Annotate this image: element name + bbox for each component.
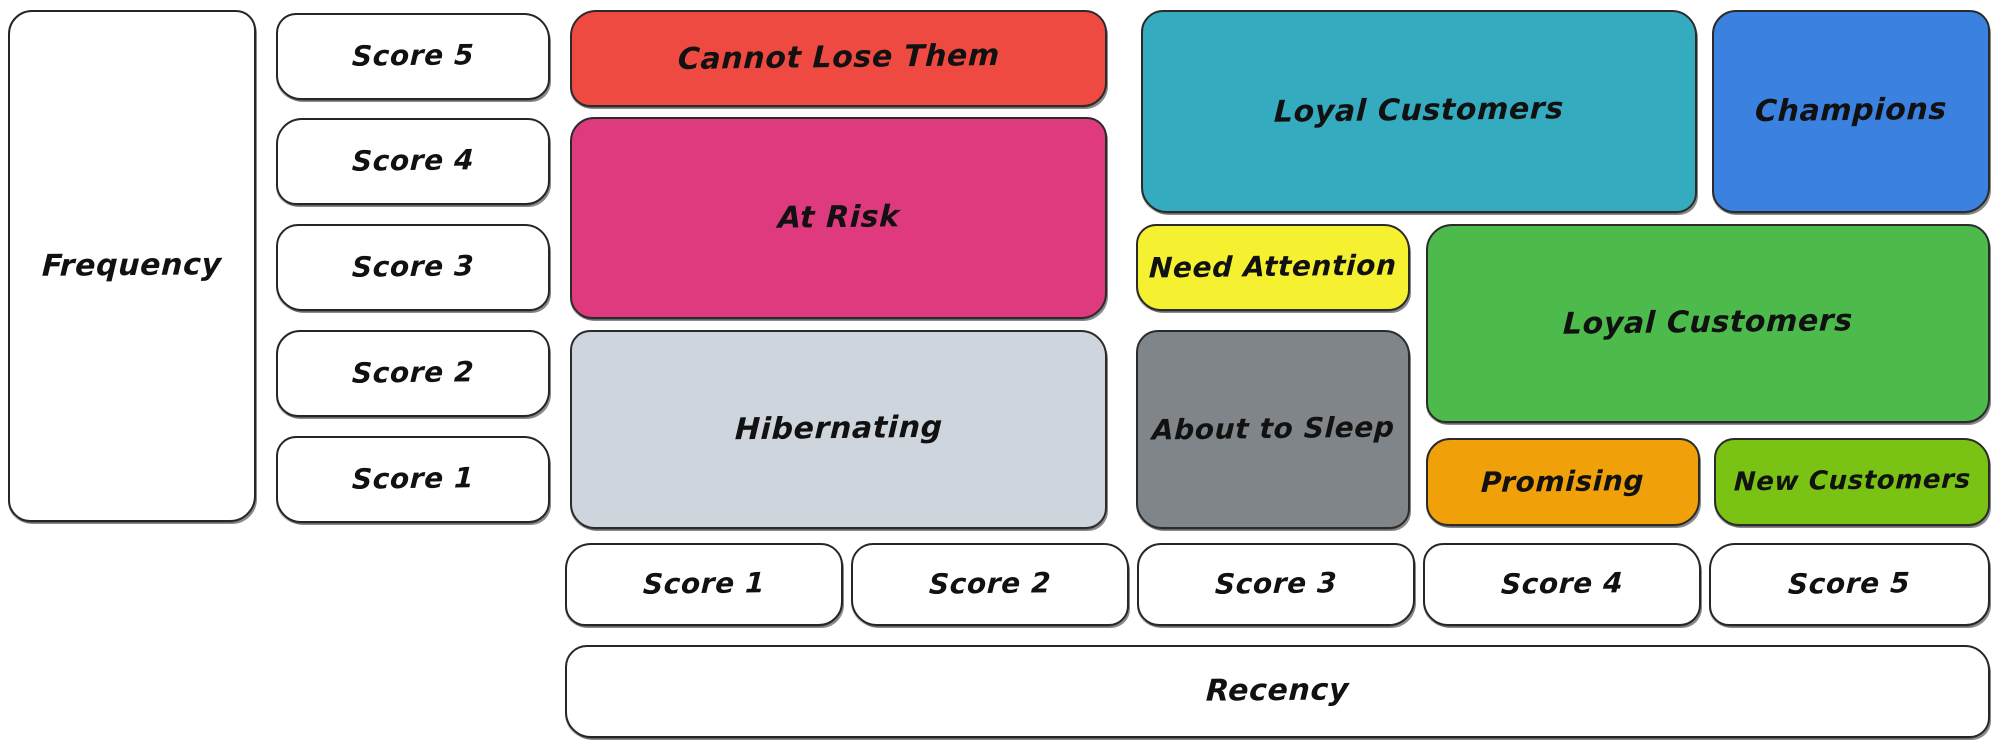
segment-need-attention[interactable]: Need Attention: [1136, 224, 1410, 311]
frequency-score-5-box[interactable]: Score 5: [276, 13, 550, 100]
segment-new-customers-label: New Customers: [1733, 464, 1972, 498]
frequency-score-3-box[interactable]: Score 3: [276, 224, 550, 311]
frequency-score-4-label: Score 4: [351, 143, 475, 179]
frequency-axis-title-box: Frequency: [8, 10, 256, 522]
segment-loyal-customers-teal[interactable]: Loyal Customers: [1141, 10, 1697, 213]
frequency-score-2-label: Score 2: [351, 355, 475, 391]
segment-need-attention-label: Need Attention: [1148, 248, 1398, 285]
recency-score-4-label: Score 4: [1500, 566, 1624, 602]
segment-champions-label: Champions: [1754, 92, 1948, 130]
frequency-score-1-label: Score 1: [351, 461, 475, 497]
segment-hibernating-label: Hibernating: [733, 409, 944, 448]
segment-hibernating[interactable]: Hibernating: [570, 330, 1107, 529]
frequency-score-4-box[interactable]: Score 4: [276, 118, 550, 205]
recency-score-3-label: Score 3: [1214, 566, 1338, 602]
recency-score-2-box[interactable]: Score 2: [851, 543, 1129, 626]
segment-promising[interactable]: Promising: [1426, 438, 1700, 526]
segment-at-risk[interactable]: At Risk: [570, 117, 1107, 319]
frequency-score-5-label: Score 5: [351, 38, 475, 74]
frequency-score-2-box[interactable]: Score 2: [276, 330, 550, 417]
segment-promising-label: Promising: [1480, 463, 1646, 499]
recency-score-5-label: Score 5: [1787, 566, 1912, 602]
recency-score-2-label: Score 2: [928, 566, 1052, 602]
segment-loyal-customers-green-label: Loyal Customers: [1562, 303, 1854, 343]
recency-score-3-box[interactable]: Score 3: [1137, 543, 1415, 626]
segment-at-risk-label: At Risk: [776, 199, 901, 236]
segment-about-to-sleep[interactable]: About to Sleep: [1136, 330, 1410, 529]
segment-loyal-customers-green[interactable]: Loyal Customers: [1426, 224, 1990, 423]
recency-axis-label: Recency: [1205, 672, 1350, 709]
segment-loyal-customers-teal-label: Loyal Customers: [1273, 91, 1565, 131]
recency-score-1-box[interactable]: Score 1: [565, 543, 843, 626]
segment-champions[interactable]: Champions: [1712, 10, 1990, 213]
frequency-score-1-box[interactable]: Score 1: [276, 436, 550, 523]
frequency-score-3-label: Score 3: [351, 249, 475, 285]
segment-cannot-lose-them[interactable]: Cannot Lose Them: [570, 10, 1107, 107]
segment-cannot-lose-them-label: Cannot Lose Them: [676, 38, 1001, 78]
recency-score-4-box[interactable]: Score 4: [1423, 543, 1701, 626]
recency-score-5-box[interactable]: Score 5: [1709, 543, 1990, 626]
frequency-axis-label: Frequency: [41, 246, 223, 284]
recency-score-1-label: Score 1: [642, 566, 766, 602]
recency-axis-title-box: Recency: [565, 645, 1990, 738]
segment-about-to-sleep-label: About to Sleep: [1150, 410, 1396, 447]
segment-new-customers[interactable]: New Customers: [1714, 438, 1990, 526]
